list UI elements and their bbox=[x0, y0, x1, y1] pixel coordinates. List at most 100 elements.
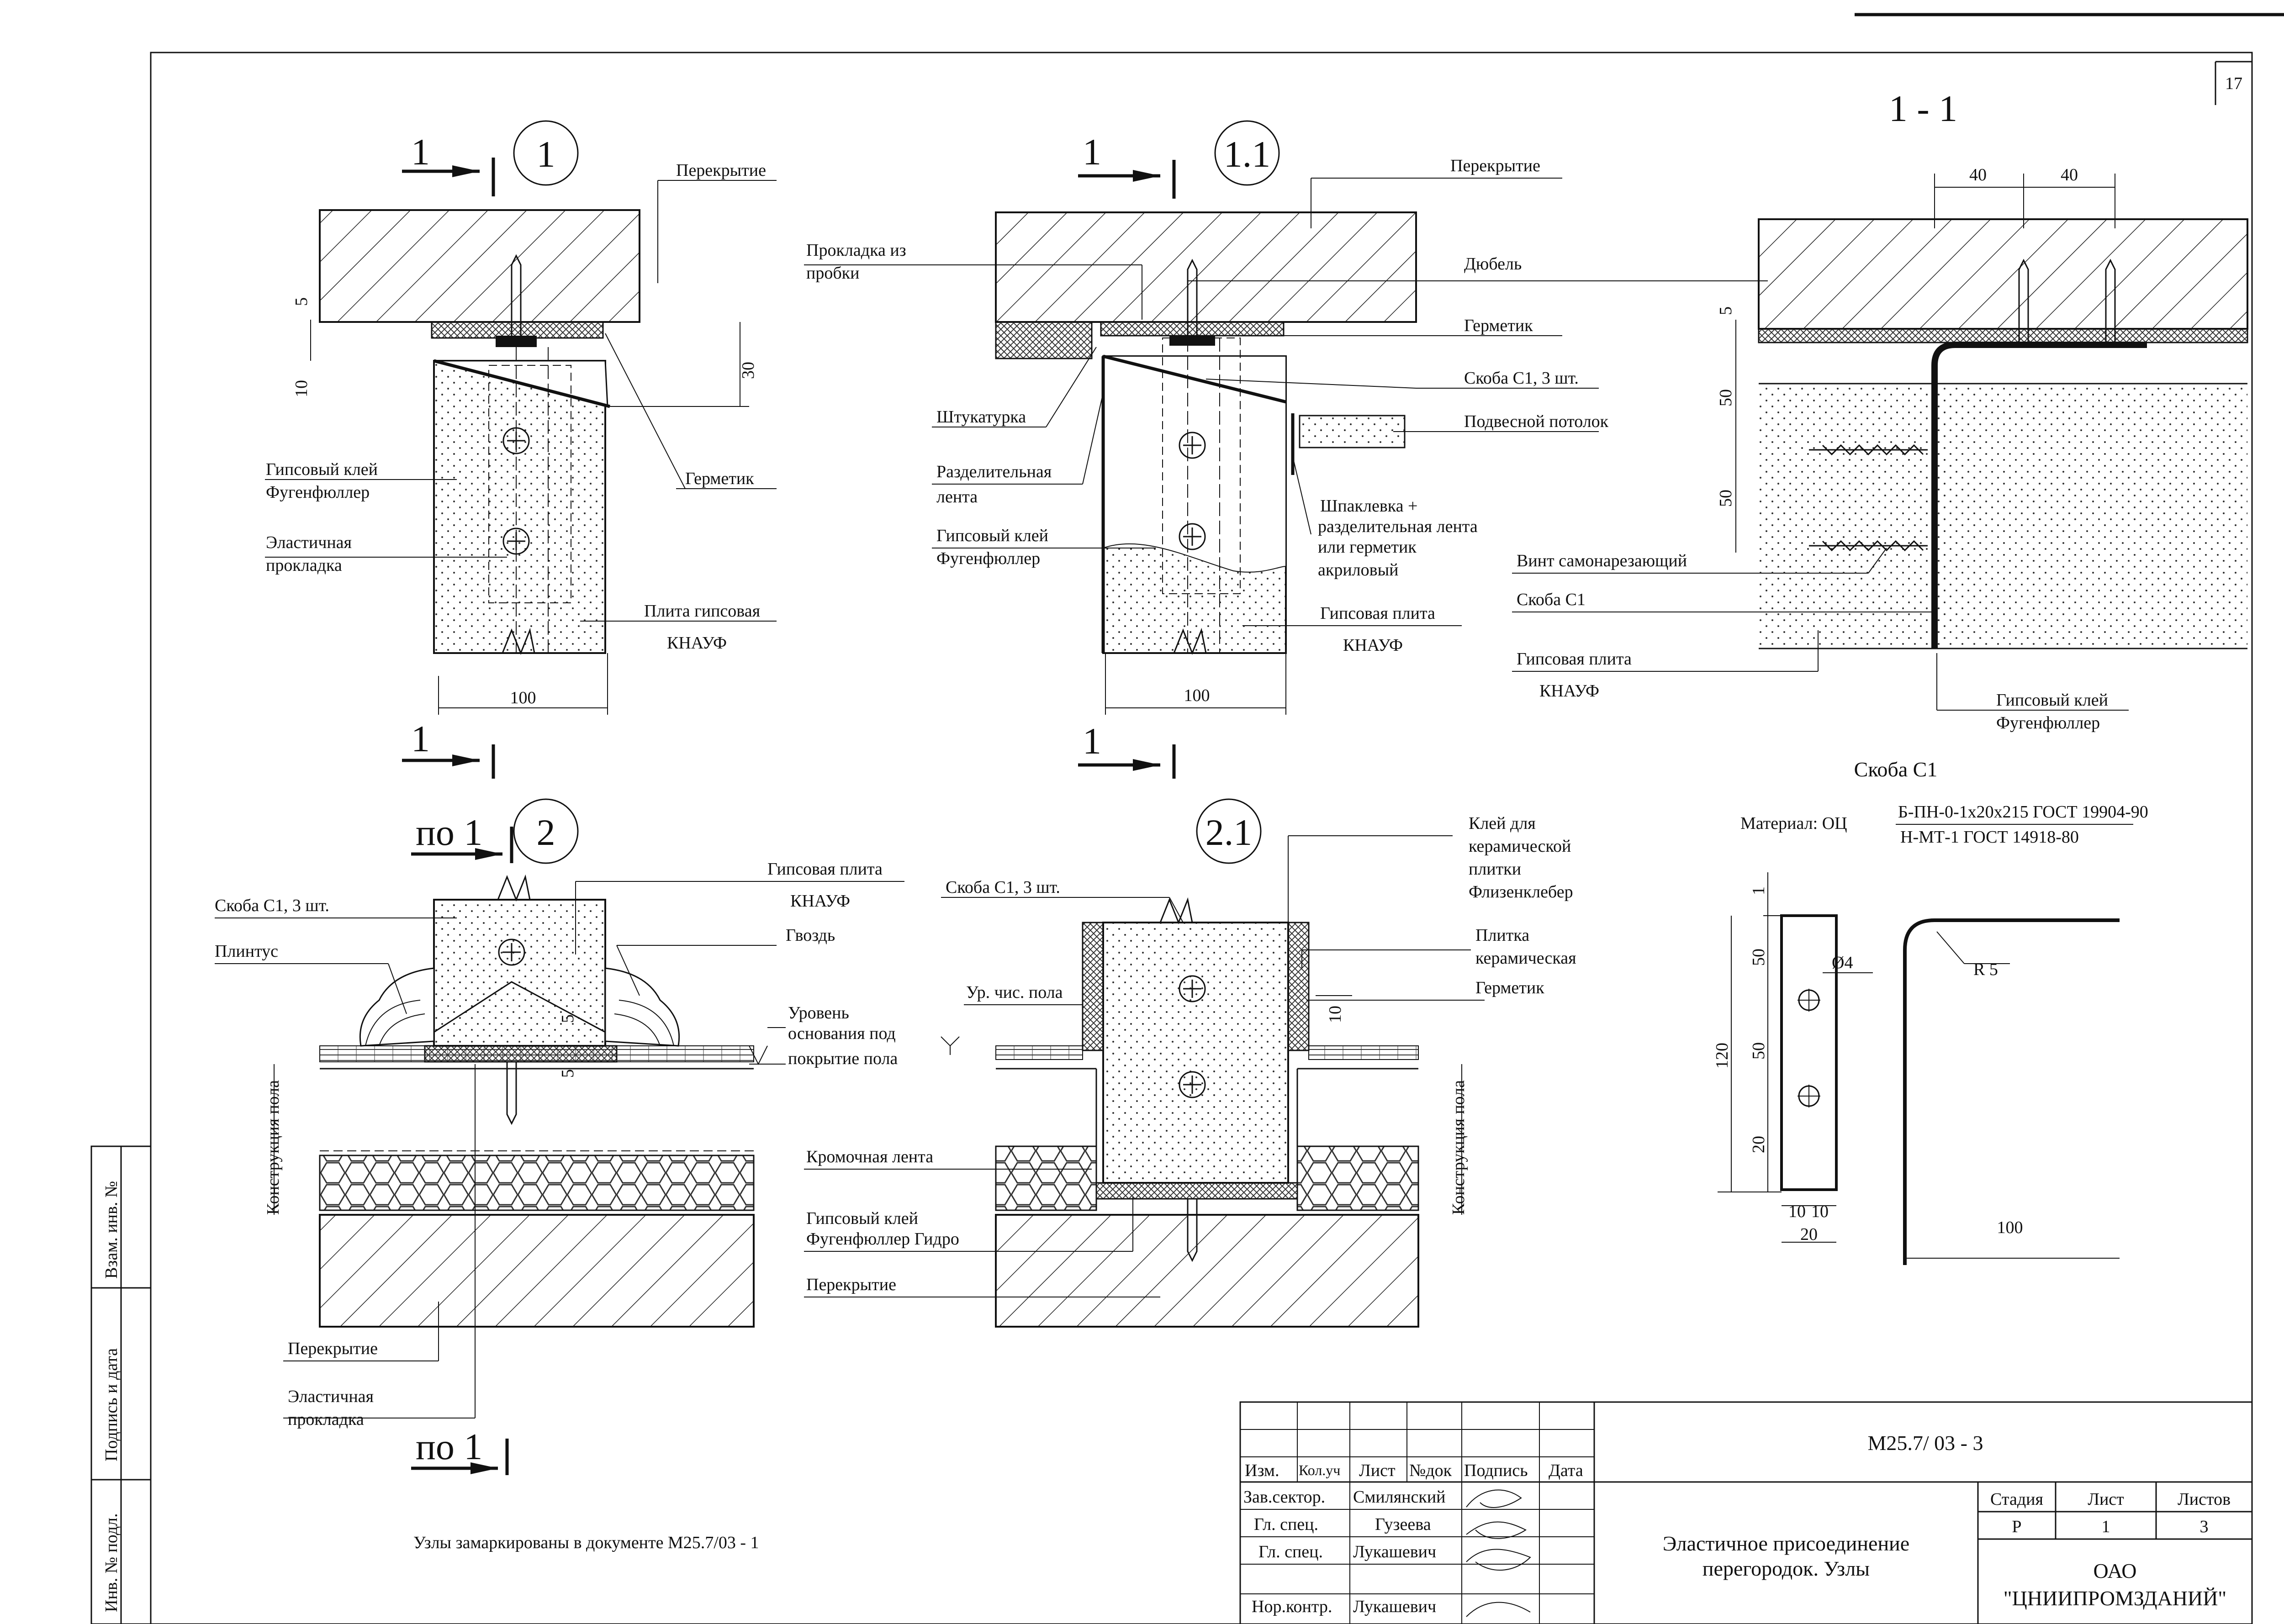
svg-text:1: 1 bbox=[537, 133, 555, 175]
label-sep: Разделительная bbox=[936, 462, 1052, 481]
label-elastic: Эластичная bbox=[266, 533, 352, 552]
svg-text:50: 50 bbox=[1716, 389, 1735, 406]
skirting-right bbox=[604, 967, 680, 1047]
bracket-side-view bbox=[1780, 914, 1838, 1191]
dowel-icon bbox=[2105, 258, 2116, 347]
sheets-value: 3 bbox=[2200, 1517, 2209, 1536]
label-slab: Перекрытие bbox=[806, 1275, 896, 1294]
insulation-right bbox=[1296, 1145, 1419, 1211]
svg-text:1.1: 1.1 bbox=[1224, 133, 1271, 175]
signature-marks bbox=[1466, 1489, 1531, 1617]
dims: 1 50 50 20 120 10 10 20 Ø4 R 5 100 bbox=[1713, 872, 2120, 1259]
role-0: Зав.сектор. bbox=[1243, 1487, 1325, 1507]
svg-text:100: 100 bbox=[1997, 1218, 2023, 1237]
dowel-icon bbox=[2018, 258, 2029, 347]
material-label: Материал: ОЦ bbox=[1740, 814, 1847, 833]
svg-text:50: 50 bbox=[1749, 949, 1768, 966]
svg-text:2.1: 2.1 bbox=[1205, 812, 1253, 853]
name-1: Гузеева bbox=[1375, 1515, 1431, 1534]
node-circle: 1 bbox=[513, 120, 579, 186]
role-3: Нор.контр. bbox=[1252, 1597, 1332, 1616]
label-bracket: Скоба С1, 3 шт. bbox=[215, 896, 329, 915]
label-slab: Перекрытие bbox=[676, 161, 766, 180]
label-board2: КНАУФ bbox=[790, 891, 850, 911]
stamp-inv: Инв. № подл. bbox=[102, 1513, 121, 1612]
label-sep2: лента bbox=[936, 487, 978, 506]
label-bracket: Скоба С1 bbox=[1517, 590, 1586, 609]
svg-text:2: 2 bbox=[537, 812, 555, 853]
svg-text:40: 40 bbox=[2061, 165, 2078, 185]
detail-2-1: 2.1 Конструкция пола 10 bbox=[804, 798, 1576, 1328]
sheet-value: 1 bbox=[2102, 1517, 2110, 1536]
doc-title-2: перегородок. Узлы bbox=[1702, 1557, 1870, 1580]
section-arrow-bottom: 1 bbox=[1078, 720, 1176, 779]
stamp-sign: Подпись и дата bbox=[102, 1348, 121, 1461]
label-glue2: Фугенфюллер bbox=[1996, 713, 2100, 733]
bracket-bend-view bbox=[1903, 918, 2120, 1265]
svg-text:20: 20 bbox=[1749, 1136, 1768, 1153]
skirting-left bbox=[359, 967, 435, 1047]
svg-text:5: 5 bbox=[1716, 306, 1735, 315]
dowel-icon bbox=[1187, 258, 1198, 343]
name-2: Лукашевич bbox=[1353, 1542, 1436, 1561]
plaster bbox=[995, 321, 1093, 359]
label-cork2: пробки bbox=[806, 264, 859, 283]
doc-title-1: Эластичное присоединение bbox=[1663, 1532, 1909, 1555]
hole-icon bbox=[1798, 1085, 1820, 1107]
label-bracket: Скоба С1, 3 шт. bbox=[1464, 369, 1579, 388]
label-board2: КНАУФ bbox=[667, 633, 727, 653]
label-sealant: Герметик bbox=[1464, 316, 1533, 335]
screw-icon bbox=[502, 427, 530, 454]
svg-text:50: 50 bbox=[1749, 1042, 1768, 1060]
material-bottom: Н-МТ-1 ГОСТ 14918-80 bbox=[1900, 828, 2079, 847]
node-circle: 1.1 bbox=[1214, 120, 1280, 186]
leaders bbox=[215, 881, 904, 1418]
note: Узлы замаркированы в документе М25.7/03 … bbox=[413, 1533, 759, 1552]
gypsum-board bbox=[1102, 922, 1289, 1184]
label-glue: Гипсовый клей bbox=[266, 460, 378, 479]
svg-text:40: 40 bbox=[1969, 165, 1987, 185]
label-tileglue3: плитки bbox=[1469, 859, 1521, 879]
screw-icon bbox=[1809, 444, 1928, 456]
label-putty4: акриловый bbox=[1318, 560, 1398, 580]
svg-text:120: 120 bbox=[1713, 1043, 1732, 1069]
elastic-pad bbox=[431, 321, 604, 339]
label-putty: Шпаклевка + bbox=[1320, 496, 1417, 516]
label-ceiling: Подвесной потолок bbox=[1464, 412, 1609, 431]
hdr-sign: Подпись bbox=[1464, 1461, 1528, 1480]
org-1: ОАО bbox=[2093, 1559, 2136, 1582]
node-circle: 2 bbox=[513, 798, 579, 864]
label-putty3: или герметик bbox=[1318, 538, 1417, 557]
insulation bbox=[995, 1145, 1097, 1211]
cork-pad bbox=[1100, 321, 1285, 337]
svg-text:100: 100 bbox=[510, 688, 536, 707]
label-glue: Гипсовый клей bbox=[1996, 691, 2108, 710]
label-level: Уровень bbox=[788, 1003, 849, 1023]
dims: 40 40 5 50 50 bbox=[1716, 165, 2115, 553]
slab bbox=[1758, 218, 2248, 330]
label-board: Гипсовая плита bbox=[1320, 604, 1435, 623]
slab bbox=[995, 211, 1417, 323]
label-bracket: Скоба С1, 3 шт. bbox=[946, 878, 1060, 897]
label-sealant: Герметик bbox=[1475, 978, 1544, 997]
doc-code: М25.7/ 03 - 3 bbox=[1868, 1431, 1983, 1455]
floor-finish-right bbox=[1308, 1045, 1419, 1060]
label-dowel: Дюбель bbox=[1464, 254, 1522, 274]
label-tileglue: Клей для bbox=[1469, 814, 1536, 833]
screw-icon bbox=[1809, 540, 1928, 552]
hole-icon bbox=[1798, 989, 1820, 1012]
svg-text:20: 20 bbox=[1800, 1225, 1818, 1244]
label-elastic: Эластичная bbox=[288, 1387, 374, 1406]
label-floor: Конструкция пола bbox=[1449, 1080, 1468, 1215]
title-block: Изм. Кол.уч Лист №док Подпись Дата Зав.с… bbox=[1239, 1401, 2253, 1624]
svg-text:1: 1 bbox=[411, 131, 430, 173]
svg-text:10: 10 bbox=[292, 380, 311, 397]
dims: 10 bbox=[941, 995, 1352, 1055]
section-1-1: 1 - 1 40 40 5 50 50 bbox=[1512, 88, 2248, 733]
section-arrow-top: 1 bbox=[402, 131, 495, 196]
section-arrow-top: по 1 bbox=[411, 812, 513, 863]
floor-finish bbox=[995, 1045, 1083, 1060]
section-arrow-bottom: 1 bbox=[402, 718, 495, 779]
label-sealant: Герметик bbox=[685, 469, 754, 488]
label-edge: Кромочная лента bbox=[806, 1147, 933, 1166]
